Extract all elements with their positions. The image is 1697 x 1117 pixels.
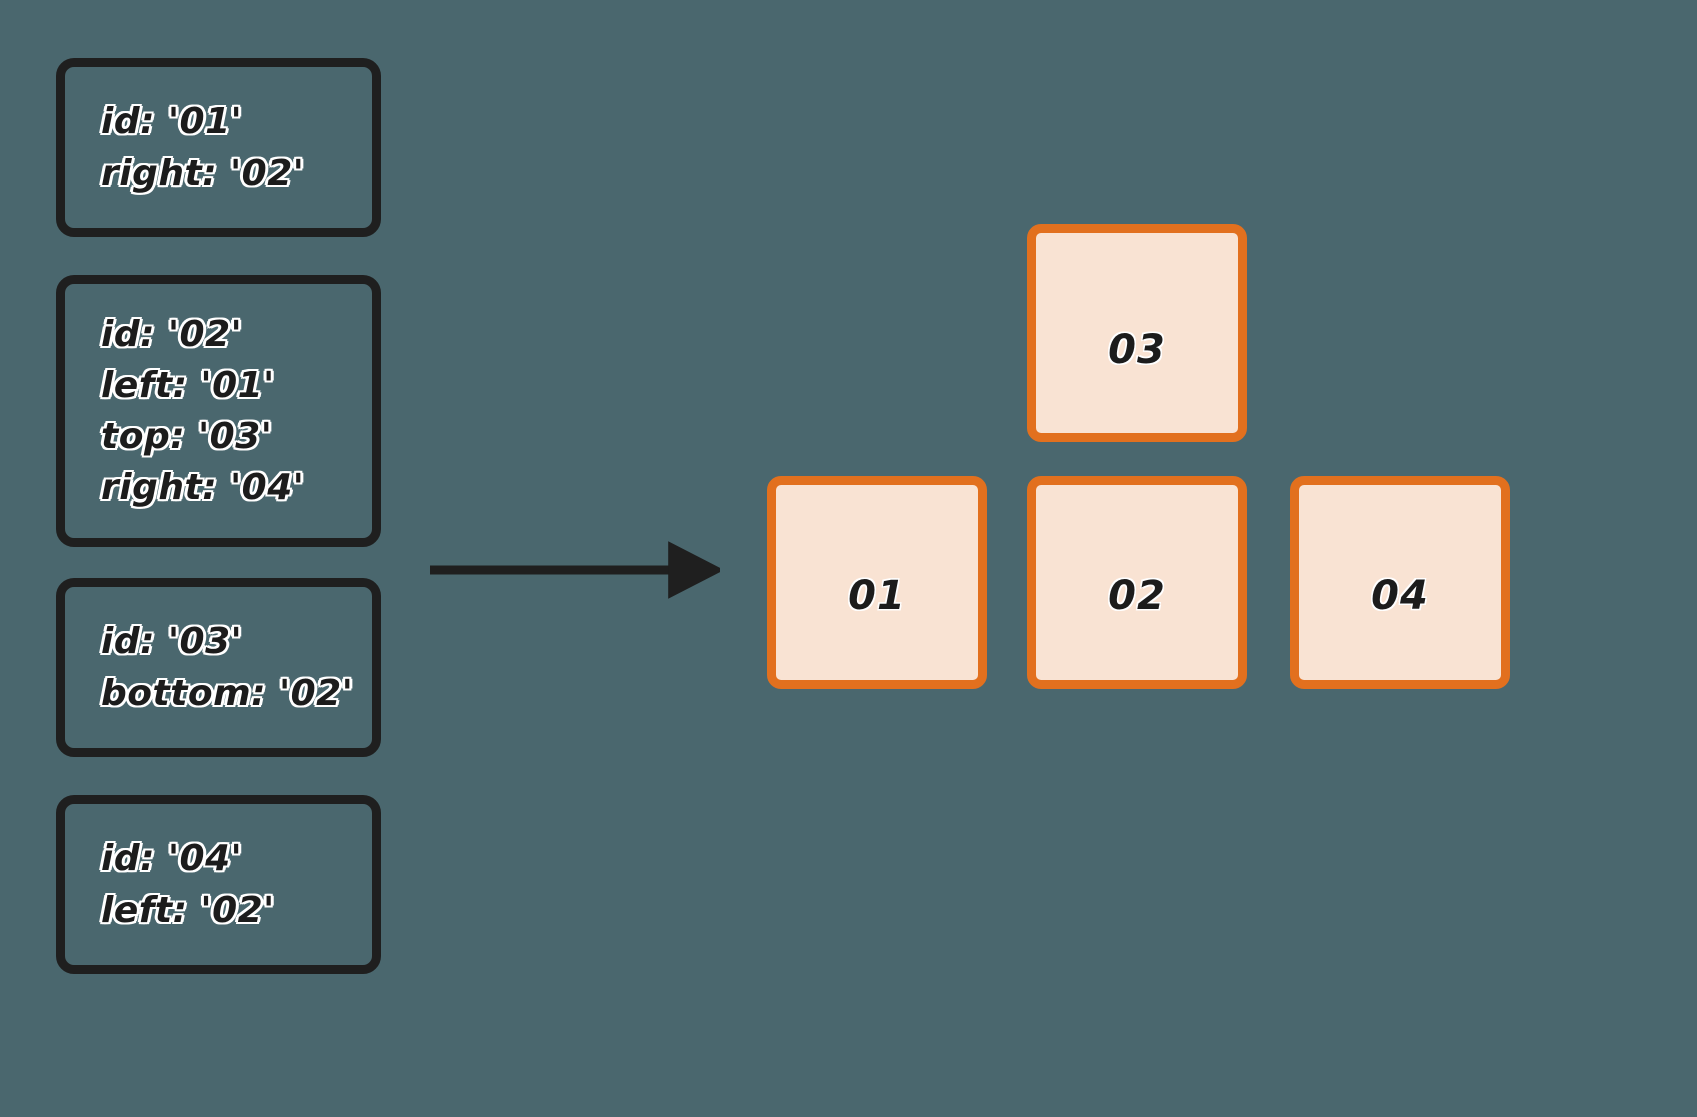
transform-arrow bbox=[420, 530, 724, 610]
spec-box-04: id: '04' left: '02' bbox=[56, 795, 381, 974]
spec-line: id: '04' bbox=[101, 838, 243, 880]
grid-tile-01[interactable]: 01 bbox=[767, 476, 987, 689]
spec-line: id: '02' bbox=[101, 313, 243, 355]
spec-line: bottom: '02' bbox=[101, 672, 354, 714]
grid-tile-02[interactable]: 02 bbox=[1027, 476, 1247, 689]
grid-tile-03[interactable]: 03 bbox=[1027, 224, 1247, 442]
spec-line: id: '03' bbox=[101, 621, 243, 663]
spec-line: left: '01' bbox=[101, 364, 275, 406]
spec-line: right: '04' bbox=[101, 467, 305, 509]
spec-line: top: '03' bbox=[101, 416, 273, 457]
grid-tile-04[interactable]: 04 bbox=[1290, 476, 1510, 689]
grid-tile-label: 01 bbox=[848, 573, 906, 619]
spec-box-02: id: '02' left: '01' top: '03' right: '04' bbox=[56, 275, 381, 547]
grid-tile-label: 04 bbox=[1371, 573, 1429, 619]
grid-tile-label: 03 bbox=[1108, 327, 1166, 373]
spec-box-03: id: '03' bottom: '02' bbox=[56, 578, 381, 757]
spec-box-01: id: '01' right: '02' bbox=[56, 58, 381, 237]
spec-line: right: '02' bbox=[101, 152, 305, 194]
spec-line: left: '02' bbox=[101, 889, 275, 931]
arrow-right-icon bbox=[430, 541, 724, 599]
grid-tile-label: 02 bbox=[1108, 573, 1166, 619]
spec-line: id: '01' bbox=[101, 101, 243, 143]
